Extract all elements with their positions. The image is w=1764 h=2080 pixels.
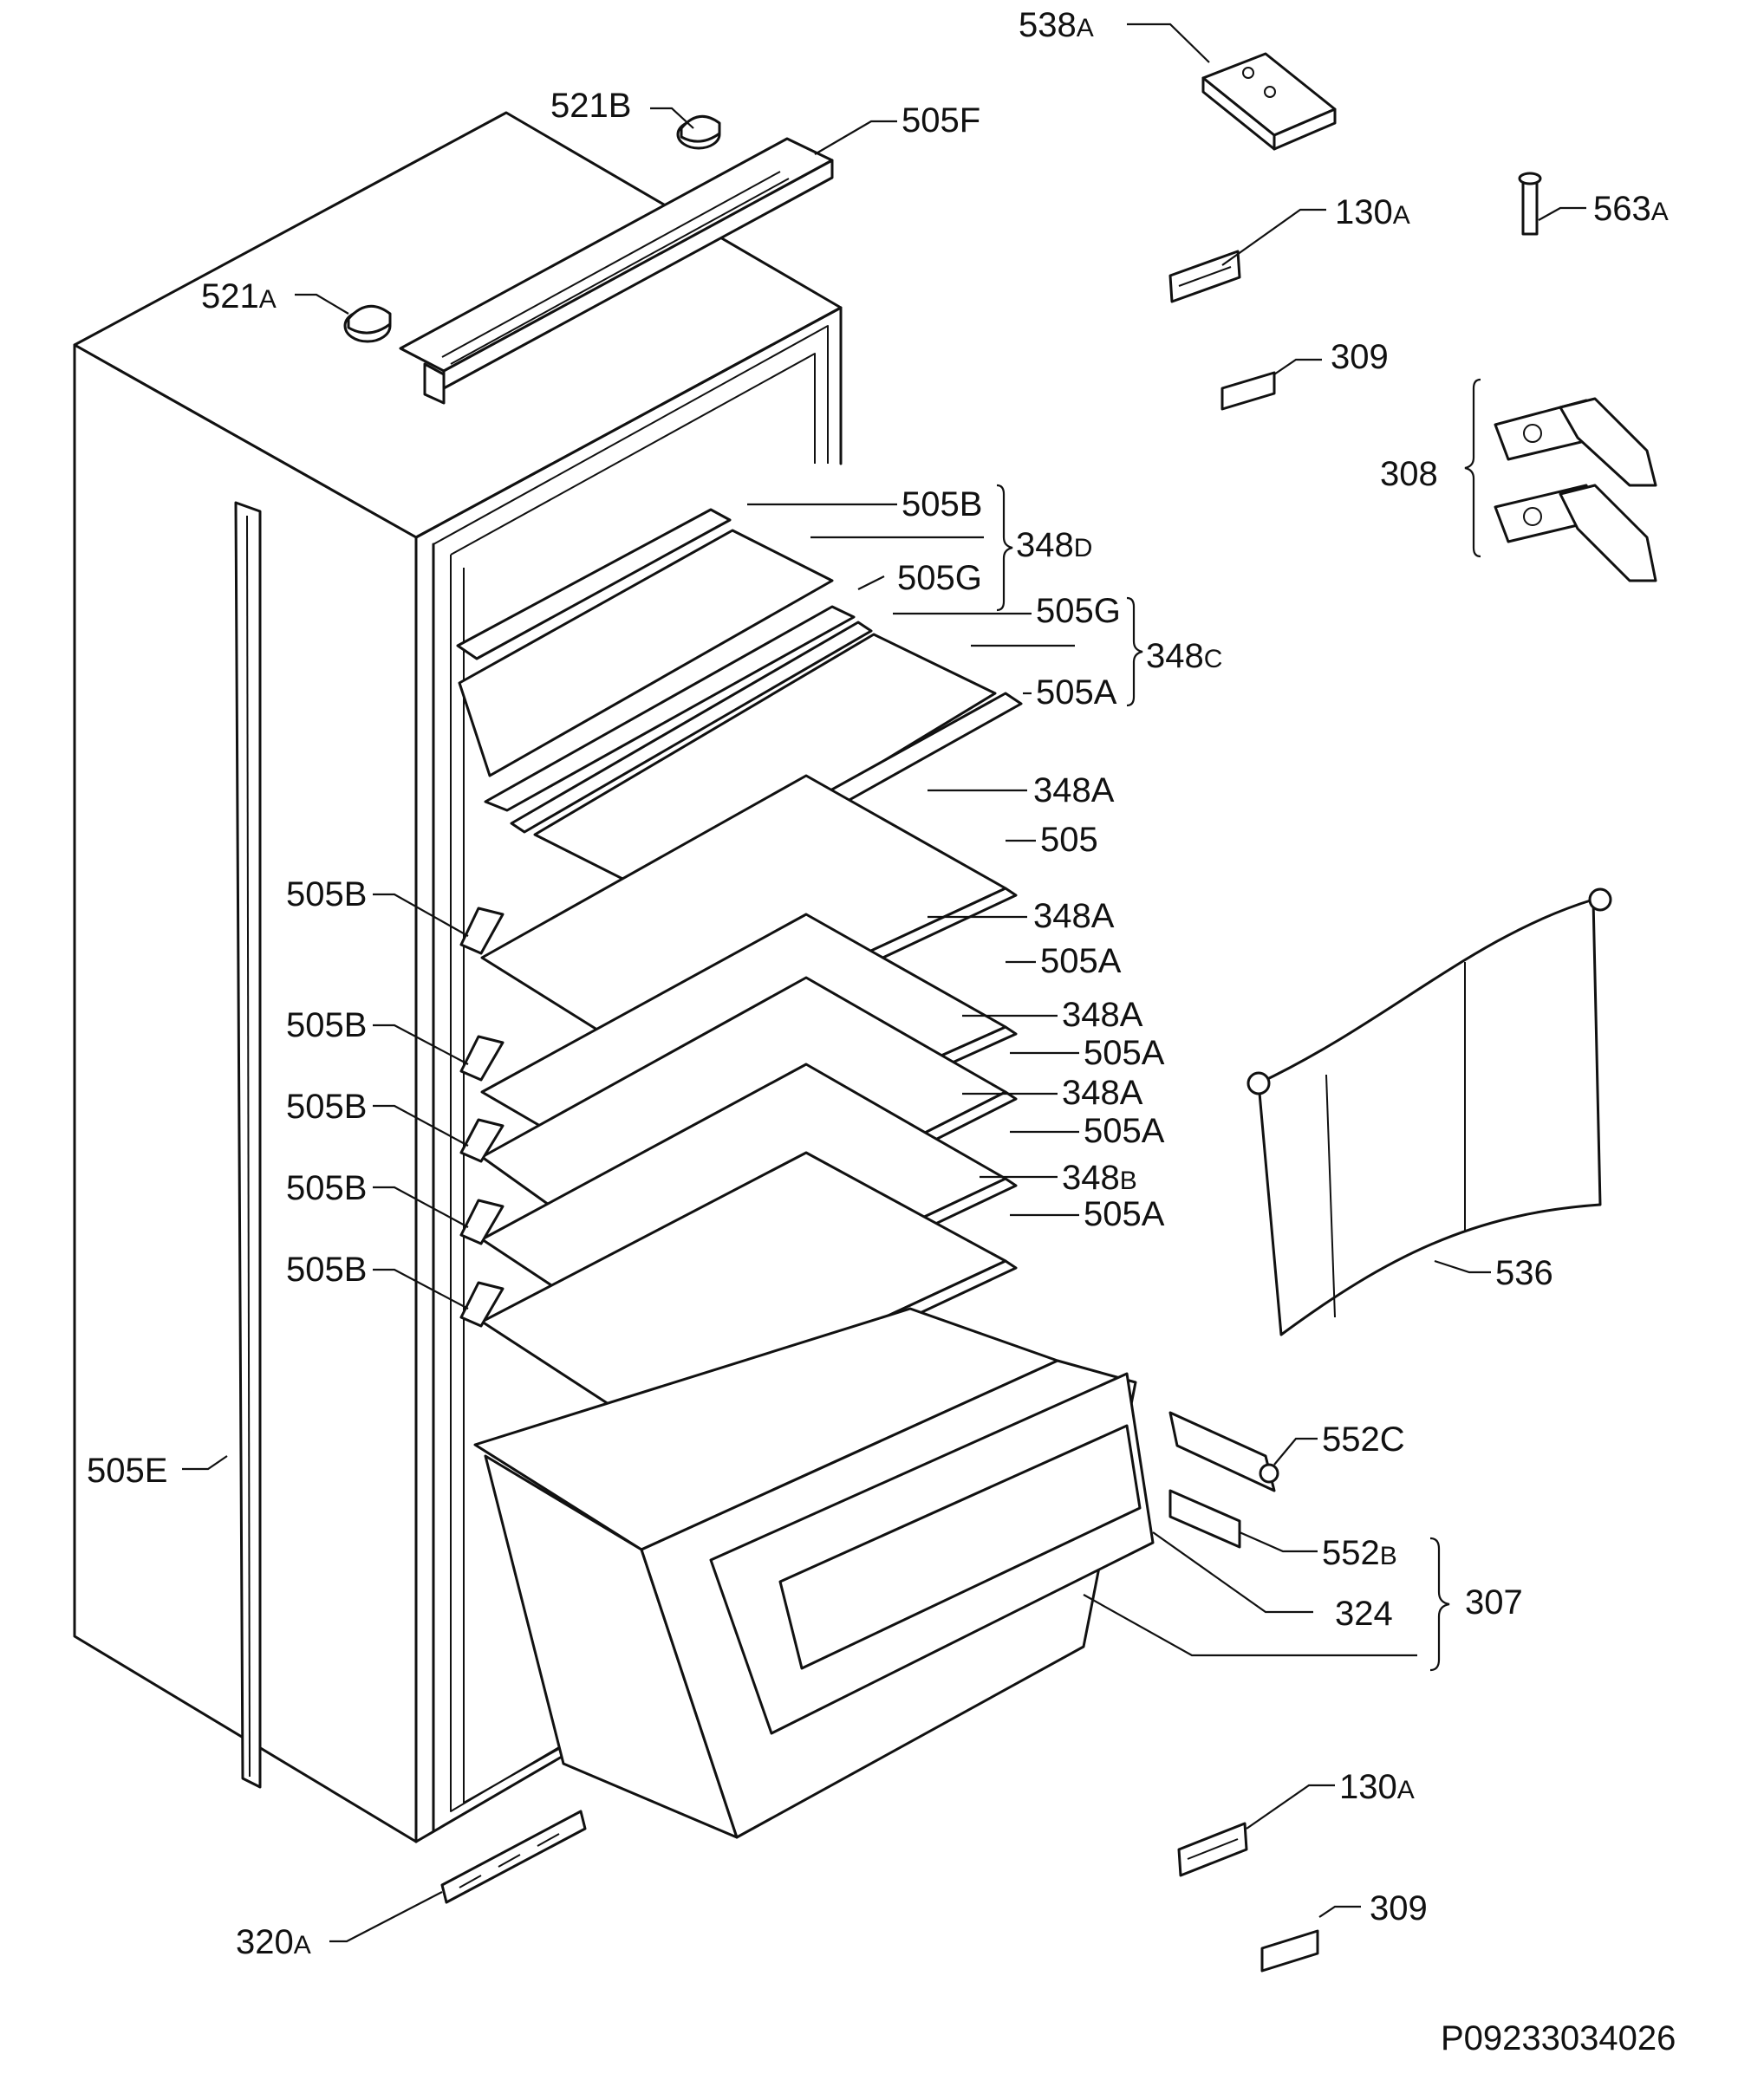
hinge-set-308 <box>1494 397 1657 582</box>
label-505: 505 <box>1040 821 1098 859</box>
label-505b-1: 505B <box>286 875 367 913</box>
leader-lines <box>182 23 1586 1943</box>
label-552b: 552B <box>1322 1534 1397 1572</box>
label-505b-top: 505B <box>902 485 982 523</box>
label-348a-1: 348A <box>1033 771 1115 809</box>
label-348d: 348D <box>1016 526 1092 564</box>
label-308: 308 <box>1380 455 1438 493</box>
slide-552c <box>1168 1411 1279 1492</box>
label-348a-3: 348A <box>1062 996 1143 1034</box>
sticker-309-top <box>1220 371 1276 411</box>
label-505b-2: 505B <box>286 1006 367 1044</box>
label-505a-2: 505A <box>1040 942 1122 980</box>
part-labels: 538A 521B 505F 130A 563A 521A 309 308 50… <box>87 6 1669 1961</box>
hinge-538a <box>1201 52 1337 151</box>
sticker-309-bottom <box>1260 1929 1319 1973</box>
door-bin-536 <box>1247 887 1612 1336</box>
label-563a: 563A <box>1593 190 1669 228</box>
label-505b-4: 505B <box>286 1169 367 1207</box>
label-348a-2: 348A <box>1033 897 1115 935</box>
door-gasket-strip <box>234 501 262 1789</box>
label-536: 536 <box>1495 1254 1553 1292</box>
label-320a: 320A <box>236 1923 311 1961</box>
vent-320a <box>440 1810 587 1904</box>
label-552c: 552C <box>1322 1420 1405 1459</box>
label-505a-4: 505A <box>1084 1112 1165 1150</box>
label-505a-1: 505A <box>1036 673 1117 712</box>
label-309-top: 309 <box>1331 338 1389 376</box>
label-307: 307 <box>1465 1583 1523 1622</box>
slide-552b <box>1168 1489 1241 1549</box>
label-505g-2: 505G <box>1036 592 1121 630</box>
label-538a: 538A <box>1019 6 1094 44</box>
label-324: 324 <box>1335 1595 1393 1633</box>
label-505e: 505E <box>87 1452 167 1490</box>
top-rail <box>399 137 834 405</box>
label-348b: 348B <box>1062 1159 1137 1197</box>
braces <box>996 378 1481 1672</box>
pin-563a <box>1518 172 1542 236</box>
label-130a-bottom: 130A <box>1339 1768 1415 1806</box>
label-521a: 521A <box>201 277 277 315</box>
label-505b-3: 505B <box>286 1088 367 1126</box>
label-505b-5: 505B <box>286 1251 367 1289</box>
knob-521a <box>343 304 392 343</box>
label-130a-top: 130A <box>1335 193 1410 231</box>
diagram-reference-code: P09233034026 <box>1441 2019 1676 2057</box>
label-505g-1: 505G <box>897 559 982 597</box>
shelf-supports <box>459 907 504 1328</box>
label-348a-4: 348A <box>1062 1074 1143 1112</box>
shelf-348d <box>456 508 856 812</box>
label-521b: 521B <box>550 87 631 125</box>
label-505f: 505F <box>902 101 980 140</box>
label-505a-5: 505A <box>1084 1195 1165 1233</box>
label-309-bottom: 309 <box>1370 1889 1428 1927</box>
bracket-130a-top <box>1168 250 1241 303</box>
knob-521b <box>676 114 721 150</box>
crisper-drawer <box>473 1307 1155 1839</box>
label-348c: 348C <box>1146 637 1222 675</box>
label-505a-3: 505A <box>1084 1034 1165 1072</box>
bracket-130a-bottom <box>1177 1822 1248 1877</box>
